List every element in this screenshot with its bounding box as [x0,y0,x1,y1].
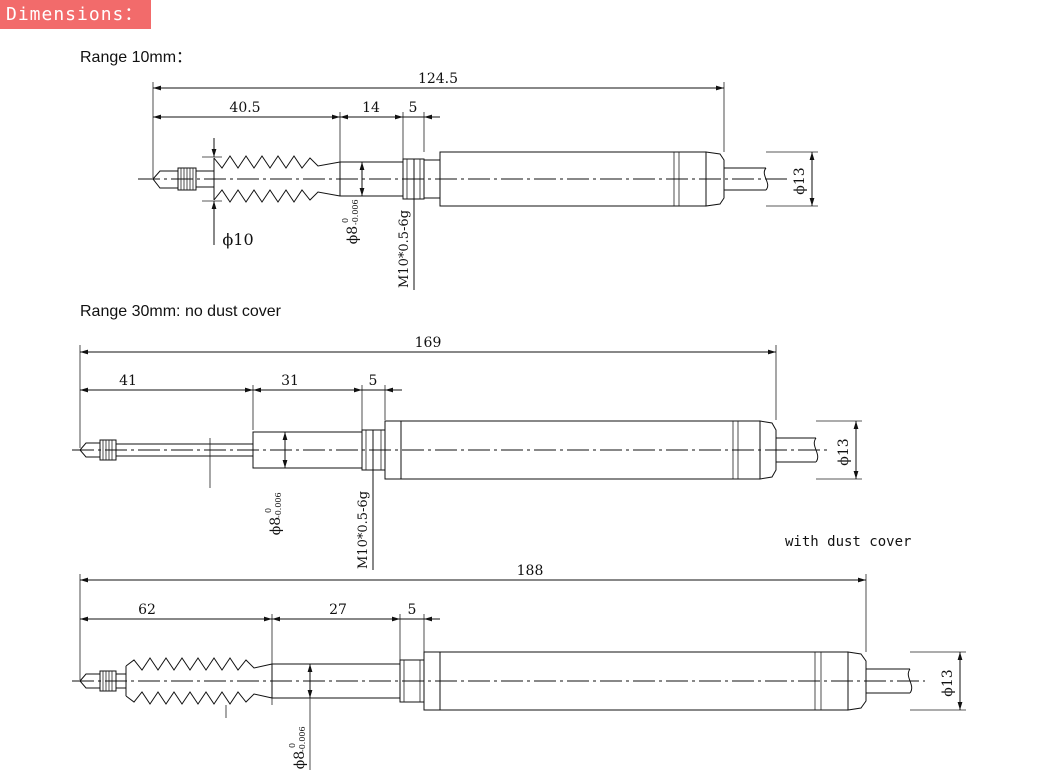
shaft-tol-lower: -0.006 [274,492,283,518]
probe-tip [152,170,179,189]
dim-c-label: 5 [369,373,378,389]
drawing-range-10mm: 124.5 40.5 14 5 [138,71,818,290]
dim-a-label: 62 [138,602,156,618]
shaft-tol-upper: 0 [264,508,273,513]
section-title-range-10mm: Range 10mm： [80,49,193,66]
dim-c-label: 5 [408,602,417,618]
shaft-tol-upper: 0 [341,218,350,223]
dim-overall-label: 169 [415,335,442,351]
cable-dia-label: ϕ13 [792,167,808,194]
dust-boot [213,155,341,169]
section-title-range-30mm: Range 30mm: no dust cover [80,303,281,320]
dim-b-label: 27 [329,602,347,618]
dim-c-label: 5 [409,100,418,116]
cable-dia-label: ϕ13 [940,669,956,696]
shaft-dia-label: ϕ8 [345,226,361,244]
thread-label: M10*0.5-6g [397,210,412,288]
dim-overall-label: 124.5 [418,71,458,87]
shaft-tol-upper: 0 [288,743,297,748]
dust-boot [125,657,273,671]
dim-overall-label: 188 [517,563,544,579]
dimensions-header: Dimensions： [0,0,152,29]
dim-b-label: 14 [362,100,380,116]
cable-dia-label: ϕ13 [836,438,852,465]
dim-a-label: 41 [119,373,137,389]
shaft-tol-lower: -0.006 [298,726,307,752]
shaft-tol-lower: -0.006 [351,199,360,225]
shaft-dia-label: ϕ8 [292,751,308,769]
shaft-dia-label: ϕ8 [268,517,284,535]
drawing-range-30mm: 169 41 31 5 ϕ13 ϕ8 0 -0.006 [72,335,862,570]
section-title-with-dust-cover: with dust cover [785,534,912,550]
thread-label: M10*0.5-6g [356,491,371,569]
dim-b-label: 31 [281,373,299,389]
drawing-with-dust-cover: 188 62 27 5 ϕ13 ϕ8 [72,563,966,770]
boot-dia-label: ϕ10 [222,230,253,249]
dim-a-label: 40.5 [229,100,260,116]
